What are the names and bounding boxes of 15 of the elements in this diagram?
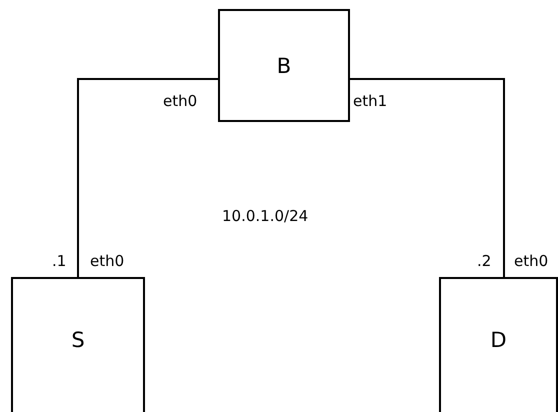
interface-label: eth0 — [163, 92, 198, 110]
device-name: S — [71, 328, 85, 352]
address-label: .1 — [52, 252, 66, 270]
subnet-label: 10.0.1.0/24 — [222, 207, 308, 225]
link-line — [77, 78, 218, 277]
device-name: B — [276, 54, 292, 78]
interface-label: eth1 — [353, 92, 388, 110]
device-box — [439, 277, 558, 412]
interface-label: eth0 — [514, 252, 548, 270]
interface-label: eth0 — [90, 252, 124, 270]
link-line — [350, 78, 505, 277]
device-name: D — [490, 328, 507, 352]
device-box — [218, 9, 350, 122]
address-label: .2 — [477, 252, 492, 270]
device-box — [11, 277, 145, 412]
